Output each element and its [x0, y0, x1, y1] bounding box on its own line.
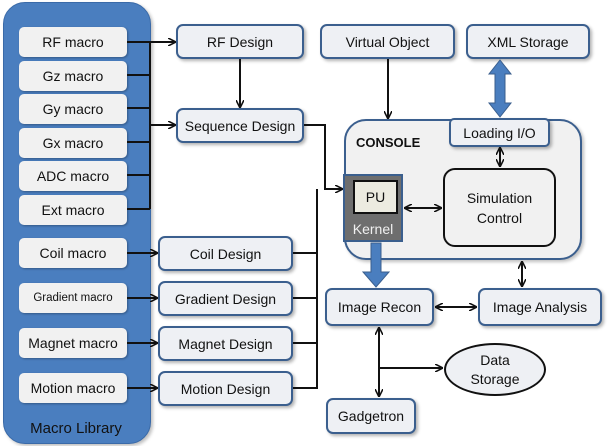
design-bus-wire: [293, 189, 318, 389]
data-storage-ellipse[interactable]: Data Storage: [444, 343, 546, 396]
magnet-macro[interactable]: Magnet macro: [19, 328, 127, 358]
macro-bus-wires: [127, 41, 151, 210]
ext-macro[interactable]: Ext macro: [19, 195, 127, 225]
image-recon-box[interactable]: Image Recon: [325, 288, 434, 326]
coil-design-box[interactable]: Coil Design: [158, 236, 293, 271]
adc-macro[interactable]: ADC macro: [19, 161, 127, 191]
simulation-control-box[interactable]: Simulation Control: [443, 168, 556, 247]
rf-design-box[interactable]: RF Design: [176, 24, 304, 59]
xml-storage-box[interactable]: XML Storage: [466, 24, 590, 59]
sequence-design-box[interactable]: Sequence Design: [176, 108, 304, 143]
simulation-control-line2: Control: [476, 209, 523, 226]
gadgetron-box[interactable]: Gadgetron: [326, 398, 416, 434]
kernel-to-recon-thick-arrow: [361, 242, 391, 288]
kernel-label: Kernel: [352, 221, 394, 237]
motion-macro[interactable]: Motion macro: [19, 373, 127, 403]
gradient-design-box[interactable]: Gradient Design: [158, 281, 293, 316]
gradient-macro[interactable]: Gradient macro: [19, 283, 127, 313]
pu-box[interactable]: PU: [353, 180, 398, 214]
magnet-design-box[interactable]: Magnet Design: [158, 326, 293, 361]
simulation-control-line1: Simulation: [466, 189, 533, 206]
gx-macro[interactable]: Gx macro: [19, 128, 127, 158]
console-label: CONSOLE: [356, 135, 421, 150]
macro-library-label: Macro Library: [30, 420, 122, 437]
image-analysis-box[interactable]: Image Analysis: [478, 288, 602, 326]
loading-io-box[interactable]: Loading I/O: [449, 118, 550, 147]
virtual-object-box[interactable]: Virtual Object: [320, 24, 455, 59]
gz-macro[interactable]: Gz macro: [19, 61, 127, 91]
xml-io-thick-arrow: [487, 59, 513, 118]
data-storage-line2: Storage: [470, 370, 520, 387]
motion-design-box[interactable]: Motion Design: [158, 371, 293, 406]
coil-macro[interactable]: Coil macro: [19, 238, 127, 268]
data-storage-line1: Data: [480, 351, 510, 368]
gy-macro[interactable]: Gy macro: [19, 94, 127, 124]
rf-macro[interactable]: RF macro: [19, 27, 127, 57]
wire-sequence-to-kernel: [304, 124, 342, 189]
